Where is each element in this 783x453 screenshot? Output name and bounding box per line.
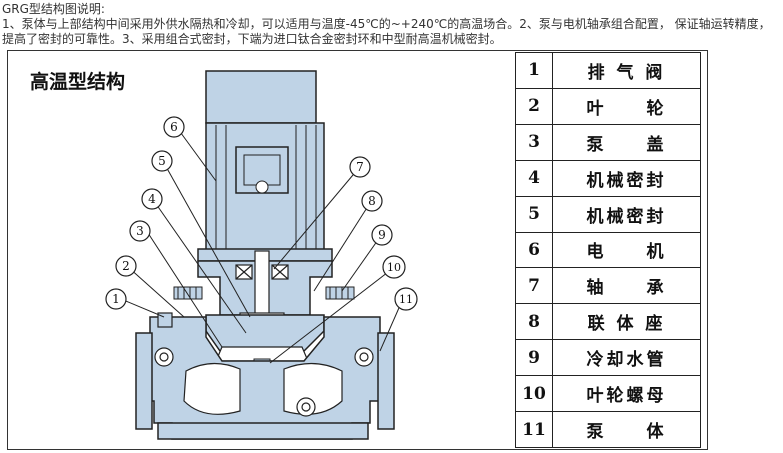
part-number: 6 — [515, 231, 553, 269]
vent-valve — [157, 312, 173, 328]
part-name: 机械密封 — [552, 159, 701, 197]
part-name: 冷却水管 — [552, 339, 701, 377]
callout-4: 4 — [148, 192, 156, 206]
motor-fan-cover — [205, 70, 317, 124]
part-name: 叶轮螺母 — [552, 375, 701, 413]
part-number: 1 — [515, 52, 553, 89]
callout-3: 3 — [136, 224, 144, 238]
callout-leaders — [120, 128, 403, 364]
callout-numbers: 1 2 3 4 5 6 7 8 9 10 11 — [112, 120, 413, 306]
callout-circles — [105, 116, 418, 311]
part-number: 4 — [515, 159, 553, 197]
callout-7: 7 — [356, 160, 364, 174]
inlet-flange — [135, 332, 153, 430]
description-title: GRG型结构图说明: — [2, 2, 105, 16]
cable-gland — [255, 180, 269, 194]
callout-6: 6 — [170, 120, 178, 134]
part-number: 8 — [515, 303, 553, 341]
part-name: 排 气 阀 — [552, 52, 701, 89]
callout-5: 5 — [158, 154, 166, 168]
part-number: 5 — [515, 195, 553, 233]
part-number: 7 — [515, 267, 553, 305]
callout-9: 9 — [378, 228, 386, 242]
flange-bolts — [154, 347, 374, 417]
motor-cooling-fins — [215, 125, 317, 249]
pump-cross-section-drawing: 1 2 3 4 5 6 7 8 9 10 11 — [105, 70, 418, 440]
diagram-title: 高温型结构 — [30, 71, 126, 93]
suction-passage — [183, 362, 241, 415]
part-number: 9 — [515, 339, 553, 377]
part-number: 3 — [515, 123, 553, 161]
callout-10: 10 — [387, 261, 401, 274]
cooling-water-pipes — [173, 286, 355, 300]
part-number: 11 — [515, 411, 553, 448]
part-name: 泵 盖 — [552, 123, 701, 161]
outlet-flange — [377, 332, 395, 430]
part-number: 2 — [515, 87, 553, 125]
part-name: 机械密封 — [552, 195, 701, 233]
part-name: 叶 轮 — [552, 87, 701, 125]
part-name: 泵 体 — [552, 411, 701, 448]
description-text: 1、泵体与上部结构中间采用外供水隔热和冷却，可以适用与温度-45℃的~+240℃… — [2, 17, 771, 46]
pump-cover — [205, 314, 325, 352]
callout-2: 2 — [122, 259, 130, 273]
part-number: 10 — [515, 375, 553, 413]
part-name: 联 体 座 — [552, 303, 701, 341]
part-name: 轴 承 — [552, 267, 701, 305]
part-name: 电 机 — [552, 231, 701, 269]
callout-8: 8 — [368, 194, 376, 208]
pump-base — [157, 422, 369, 440]
bearings — [235, 264, 289, 280]
callout-1: 1 — [112, 292, 120, 306]
callout-11: 11 — [399, 293, 413, 306]
description-block: GRG型结构图说明: 1、泵体与上部结构中间采用外供水隔热和冷却，可以适用与温度… — [2, 2, 781, 47]
